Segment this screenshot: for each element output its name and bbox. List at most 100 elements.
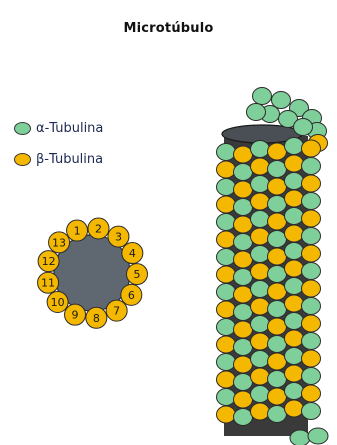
beta-tubulin-subunit (268, 283, 287, 300)
alpha-tubulin-subunit (217, 389, 236, 406)
beta-tubulin-subunit (217, 196, 236, 213)
beta-tubulin-subunit (285, 365, 304, 382)
beta-tubulin-subunit (251, 403, 270, 420)
beta-tubulin-subunit (302, 385, 321, 402)
beta-tubulin-subunit (268, 213, 287, 230)
beta-tubulin-subunit (217, 406, 236, 423)
alpha-tubulin-subunit (251, 141, 270, 158)
alpha-tubulin-subunit (234, 234, 253, 251)
alpha-tubulin-subunit (285, 313, 304, 330)
beta-tubulin-subunit (302, 175, 321, 192)
beta-tubulin-subunit (217, 301, 236, 318)
alpha-tubulin-subunit (234, 164, 253, 181)
alpha-tubulin-subunit (285, 383, 304, 400)
alpha-tubulin-subunit (268, 301, 287, 318)
beta-tubulin-subunit (302, 315, 321, 332)
alpha-tubulin-subunit (308, 428, 328, 444)
tubulin-subunit (247, 104, 266, 121)
alpha-tubulin-subunit (251, 246, 270, 263)
alpha-tubulin-subunit (285, 138, 304, 155)
alpha-tubulin-subunit (268, 231, 287, 248)
alpha-tubulin-subunit (234, 199, 253, 216)
alpha-tubulin-subunit (234, 409, 253, 426)
alpha-tubulin-subunit (268, 161, 287, 178)
beta-tubulin-subunit (234, 321, 253, 338)
alpha-tubulin-subunit (285, 348, 304, 365)
beta-tubulin-subunit (268, 353, 287, 370)
beta-tubulin-subunit (251, 228, 270, 245)
beta-tubulin-subunit (217, 161, 236, 178)
beta-tubulin-subunit (268, 388, 287, 405)
beta-tubulin-subunit (234, 286, 253, 303)
microtubule-cylinder (217, 88, 329, 445)
alpha-tubulin-subunit (217, 144, 236, 161)
beta-tubulin-subunit (285, 225, 304, 242)
alpha-tubulin-subunit (285, 173, 304, 190)
tubulin-subunit (294, 119, 313, 136)
alpha-tubulin-subunit (234, 269, 253, 286)
alpha-tubulin-subunit (217, 284, 236, 301)
beta-tubulin-subunit (268, 178, 287, 195)
beta-tubulin-subunit (234, 181, 253, 198)
alpha-tubulin-subunit (268, 266, 287, 283)
alpha-tubulin-subunit (234, 339, 253, 356)
beta-tubulin-subunit (251, 158, 270, 175)
beta-tubulin-subunit (285, 295, 304, 312)
beta-tubulin-subunit (285, 190, 304, 207)
beta-tubulin-subunit (302, 210, 321, 227)
alpha-tubulin-subunit (268, 196, 287, 213)
beta-tubulin-subunit (217, 371, 236, 388)
alpha-tubulin-subunit (251, 386, 270, 403)
alpha-tubulin-subunit (302, 263, 321, 280)
beta-tubulin-subunit (268, 318, 287, 335)
alpha-tubulin-subunit (217, 319, 236, 336)
alpha-tubulin-subunit (290, 430, 310, 445)
alpha-tubulin-subunit (251, 316, 270, 333)
alpha-tubulin-subunit (268, 371, 287, 388)
alpha-tubulin-subunit (251, 281, 270, 298)
beta-tubulin-subunit (234, 356, 253, 373)
beta-tubulin-subunit (217, 336, 236, 353)
alpha-tubulin-subunit (285, 208, 304, 225)
alpha-tubulin-subunit (251, 351, 270, 368)
alpha-tubulin-subunit (268, 406, 287, 423)
beta-tubulin-subunit (268, 248, 287, 265)
alpha-tubulin-subunit (302, 333, 321, 350)
beta-tubulin-subunit (302, 350, 321, 367)
beta-tubulin-subunit (285, 400, 304, 417)
alpha-tubulin-subunit (285, 278, 304, 295)
alpha-tubulin-subunit (302, 403, 321, 420)
alpha-tubulin-subunit (302, 228, 321, 245)
beta-tubulin-subunit (234, 216, 253, 233)
beta-tubulin-subunit (251, 333, 270, 350)
beta-tubulin-subunit (251, 298, 270, 315)
alpha-tubulin-subunit (302, 298, 321, 315)
alpha-tubulin-subunit (302, 158, 321, 175)
beta-tubulin-subunit (285, 330, 304, 347)
beta-tubulin-subunit (251, 263, 270, 280)
beta-tubulin-subunit (302, 245, 321, 262)
beta-tubulin-subunit (302, 280, 321, 297)
beta-tubulin-subunit (285, 155, 304, 172)
alpha-tubulin-subunit (217, 354, 236, 371)
alpha-tubulin-subunit (251, 211, 270, 228)
beta-tubulin-subunit (302, 140, 321, 157)
tubulin-subunit (253, 88, 272, 105)
beta-tubulin-subunit (217, 266, 236, 283)
alpha-tubulin-subunit (285, 243, 304, 260)
beta-tubulin-subunit (234, 146, 253, 163)
beta-tubulin-subunit (251, 368, 270, 385)
alpha-tubulin-subunit (217, 249, 236, 266)
beta-tubulin-subunit (285, 260, 304, 277)
alpha-tubulin-subunit (217, 179, 236, 196)
beta-tubulin-subunit (234, 391, 253, 408)
alpha-tubulin-subunit (302, 193, 321, 210)
alpha-tubulin-subunit (251, 176, 270, 193)
alpha-tubulin-subunit (234, 374, 253, 391)
beta-tubulin-subunit (234, 251, 253, 268)
alpha-tubulin-subunit (234, 304, 253, 321)
beta-tubulin-subunit (217, 231, 236, 248)
alpha-tubulin-subunit (217, 214, 236, 231)
